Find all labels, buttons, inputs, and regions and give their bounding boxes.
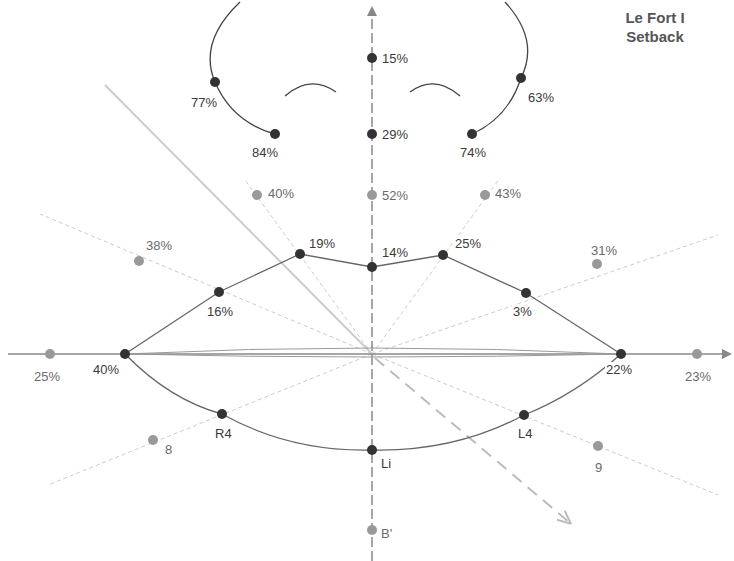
percent-label: 19% xyxy=(308,236,336,251)
percent-label: Li xyxy=(380,456,392,471)
percent-label: B' xyxy=(380,526,393,541)
percent-label: L4 xyxy=(517,426,533,441)
percent-label: 22% xyxy=(605,362,633,377)
percent-label: 14% xyxy=(381,245,409,260)
percent-label: 43% xyxy=(494,186,522,201)
percent-label: 63% xyxy=(527,90,555,105)
percent-label: 40% xyxy=(92,362,120,377)
diagram-title: Le Fort I Setback xyxy=(610,8,700,46)
percent-label: 9 xyxy=(594,460,603,475)
percent-label: 29% xyxy=(381,127,409,142)
percent-label: 74% xyxy=(459,145,487,160)
percent-label: 8 xyxy=(164,442,173,457)
percent-label: 23% xyxy=(684,369,712,384)
percent-label: 15% xyxy=(381,51,409,66)
percent-label: 38% xyxy=(145,238,173,253)
percent-label: 52% xyxy=(381,188,409,203)
percent-label: 40% xyxy=(267,186,295,201)
percent-label: 84% xyxy=(251,145,279,160)
percent-label: 31% xyxy=(590,243,618,258)
percent-label: 25% xyxy=(454,236,482,251)
percent-label: 16% xyxy=(206,304,234,319)
percent-label: 25% xyxy=(33,369,61,384)
percent-label: 3% xyxy=(512,304,533,319)
percent-label: R4 xyxy=(214,426,233,441)
percent-label: 77% xyxy=(190,95,218,110)
